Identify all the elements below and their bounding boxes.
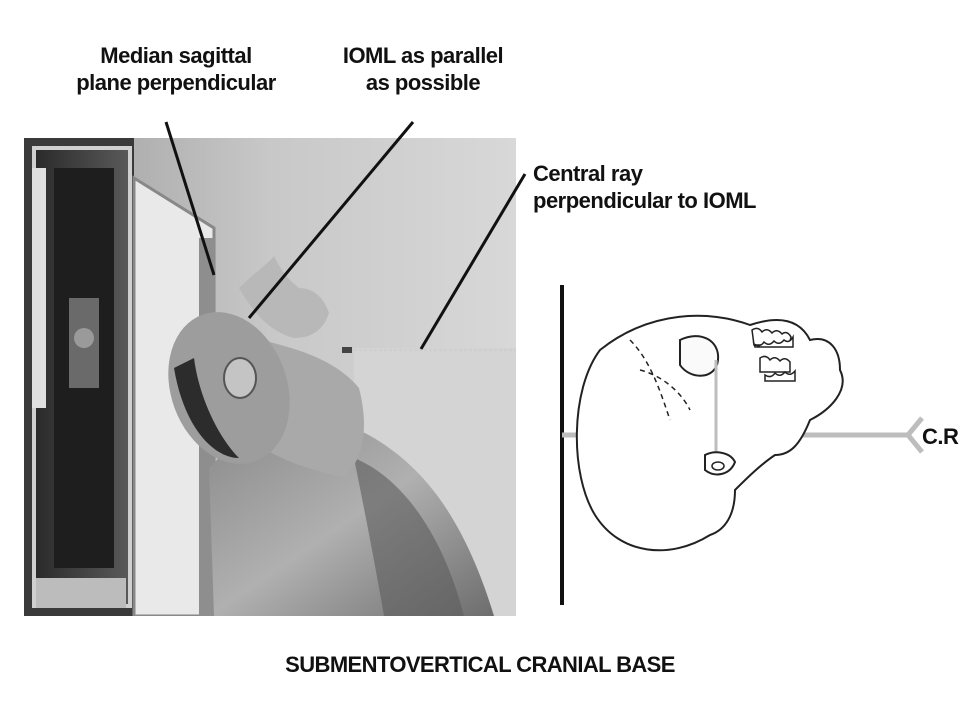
patient-positioning-photo xyxy=(24,138,516,616)
skull-lateral-diagram xyxy=(560,285,924,605)
label-median-sagittal: Median sagittal plane perpendicular xyxy=(66,42,286,96)
teeth xyxy=(751,327,796,382)
label-ioml: IOML as parallel as possible xyxy=(318,42,528,96)
label-central-line2: perpendicular to IOML xyxy=(533,188,756,213)
label-median-line2: plane perpendicular xyxy=(76,70,276,95)
label-median-line1: Median sagittal xyxy=(100,43,252,68)
figure-caption: SUBMENTOVERTICAL CRANIAL BASE xyxy=(285,652,675,677)
label-cr: C.R xyxy=(922,424,959,449)
label-ioml-line2: as possible xyxy=(365,70,481,95)
label-central-ray: Central ray perpendicular to IOML xyxy=(533,160,756,214)
central-ray-arrow-tail xyxy=(904,416,924,454)
label-central-line1: Central ray xyxy=(533,161,643,186)
label-ioml-line1: IOML as parallel xyxy=(342,43,504,68)
